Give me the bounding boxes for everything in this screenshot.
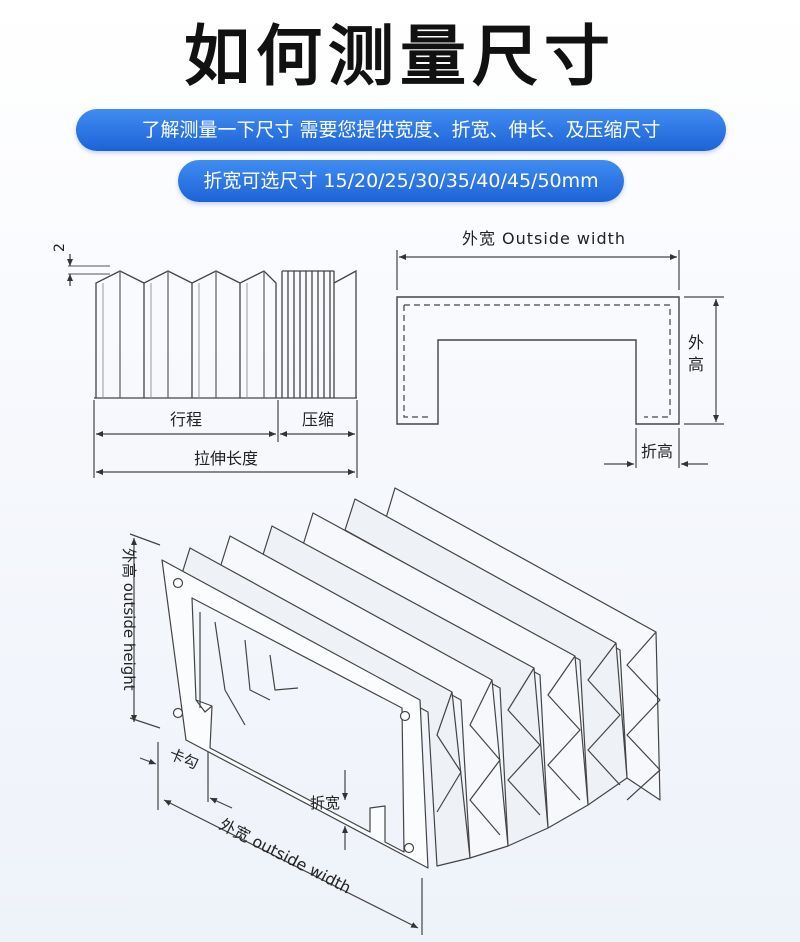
cross-section-dimensions xyxy=(396,250,724,468)
extend-length-label: 拉伸长度 xyxy=(194,449,258,468)
stroke-dimension xyxy=(93,400,358,478)
outside-height-label: 外高 xyxy=(688,333,704,374)
outside-width-label: 外宽 Outside width xyxy=(462,229,626,248)
perspective-outside-height-label: 外高 outside height xyxy=(120,548,138,691)
stroke-label: 行程 xyxy=(170,410,202,429)
hook-label: 卡勾 xyxy=(167,745,202,773)
fold-height-label: 折高 xyxy=(641,442,673,461)
bellows-profile-diagram xyxy=(67,254,357,399)
perspective-outside-width-label: 外宽 outside width xyxy=(216,815,354,898)
bellows-perspective-diagram xyxy=(161,487,661,869)
fold-width-label: 折宽 xyxy=(310,794,340,812)
cross-section-diagram xyxy=(396,296,680,425)
info-banner-fold-width: 折宽可选尺寸 15/20/25/30/35/40/45/50mm xyxy=(178,160,624,202)
perspective-dimensions xyxy=(129,533,423,935)
fold-thickness-label: 2 xyxy=(52,243,68,252)
compress-label: 压缩 xyxy=(302,410,334,429)
page-title: 如何测量尺寸 xyxy=(184,17,616,95)
info-banner-sizes: 了解测量一下尺寸 需要您提供宽度、折宽、伸长、及压缩尺寸 xyxy=(76,109,726,151)
